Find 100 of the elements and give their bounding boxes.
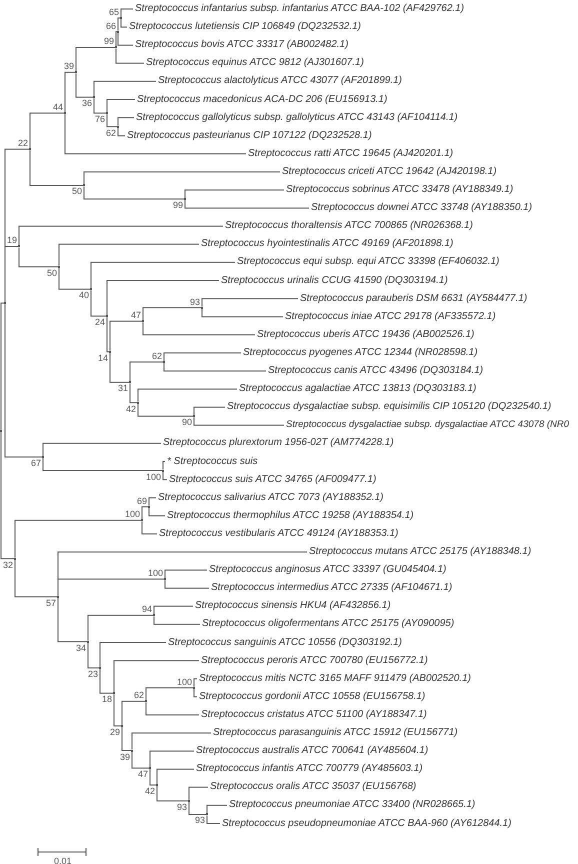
branch-line [118,32,134,46]
bootstrap-value: 22 [18,138,28,148]
taxon-label: Streptococcus dysgalactiae subsp. equisimilis CIP 105120 (DQ232540.1) [225,401,552,414]
branch-line [132,732,212,750]
taxon-label: Streptococcus pasteurianus CIP 107122 (DQ232528.1) [125,130,372,142]
branch-line [188,786,208,800]
bootstrap-value: 19 [6,235,17,246]
branch-line [188,801,206,815]
taxon-label: Streptococcus sanguinis ATCC 10556 (DQ303192.1) [166,636,402,648]
taxon-label: Streptococcus thermophilus ATCC 19258 (AY188354.1) [165,510,414,522]
taxon-label: Streptococcus oralis ATCC 35037 (EU156768) [208,781,416,794]
bootstrap-value: 67 [30,458,41,468]
taxon-label: Streptococcus alactolyticus ATCC 43077 (AF201899.1) [156,75,402,88]
taxon-label: Streptococcus mitis NCTC 3165 MAFF 911479 (AB002520.1) [197,672,471,685]
taxon-label: Streptococcus dysgalactiae subsp. dysgalactiae ATCC 43078 (NR0 [284,419,570,432]
branch-line [14,559,58,598]
taxon-label: Streptococcus pseudopneumoniae ATCC BAA-960 (AY612844.1) [220,818,512,830]
taxon-label: Streptococcus pyogenes ATCC 12344 (NR028598.1) [241,346,478,359]
branch-line [116,48,144,64]
taxon-label: Streptococcus urinalis CCUG 41590 (DQ303194.1) [219,274,448,286]
branch-line [18,226,224,246]
branch-line [84,186,184,200]
taxon-label: Streptococcus parasanguinis ATCC 15912 (EU156771) [211,727,458,739]
taxon-label: Streptococcus intermedius ATCC 27335 (AF104671.1) [209,582,452,594]
bootstrap-value: 100 [148,568,163,578]
taxon-label: Streptococcus parauberis DSM 6631 (AY584477.1) [298,292,528,305]
bootstrap-value: 47 [130,310,141,320]
branch-line [138,388,238,402]
bootstrap-value: 76 [94,114,105,124]
branch-line [194,406,226,416]
branch-line [156,768,194,785]
branch-line [118,117,134,126]
branch-line [18,247,58,268]
branch-line [194,688,198,698]
bootstrap-value: 14 [98,352,108,363]
branch-line [142,307,202,321]
branch-line [162,471,168,480]
branch-line [106,114,118,128]
taxon-label: Streptococcus peroris ATCC 700780 (EU156772.1) [199,654,428,667]
bootstrap-value: 93 [190,296,200,307]
branch-line [164,570,208,579]
bootstrap-value: 40 [78,290,89,300]
taxon-label: Streptococcus mutans ATCC 25175 (AY188348.1) [307,546,532,558]
taxon-label: Streptococcus hyointestinalis ATCC 49169 (AF201898.1) [199,238,454,250]
bootstrap-value: 39 [64,61,74,72]
taxon-label: Streptococcus lutetiensis CIP 106849 (DQ232532.1) [127,21,361,34]
bootstrap-value: 23 [88,668,98,679]
taxon-label: Streptococcus salivarius ATCC 7073 (AY188352.1) [156,492,384,504]
taxon-label: Streptococcus anginosus ATCC 33397 (GU045404.1) [207,564,446,576]
branch-line [110,320,142,352]
branch-line [114,694,122,726]
bootstrap-value: 42 [144,786,155,796]
branch-line [118,18,120,32]
taxon-label: Streptococcus pneumoniae ATCC 33400 (NR028665.1) [227,799,476,812]
bootstrap-value: 50 [72,186,82,196]
bootstrap-value: 50 [46,268,57,278]
branch-line [64,72,76,113]
taxon-label: Streptococcus oligofermentans ATCC 25175 (AY090095) [200,618,454,630]
branch-line [164,352,242,362]
branch-line [142,520,158,534]
taxon-label: Streptococcus sinensis HKU4 (AF432856.1) [193,600,391,612]
bootstrap-value: 18 [102,694,112,704]
branch-line [162,461,166,470]
bootstrap-value: 99 [104,36,114,46]
branch-line [164,580,210,589]
branch-line [148,507,166,516]
branch-line [138,403,194,417]
taxon-label: Streptococcus equinus ATCC 9812 (AJ301607.1) [144,57,364,70]
bootstrap-value: 94 [142,604,152,614]
branch-line [94,98,106,114]
branch-line [206,804,228,814]
bootstrap-value: 29 [110,726,120,737]
taxon-label: Streptococcus macedonicus ACA-DC 206 (EU156913.1) [135,94,388,106]
branch-line [148,497,156,506]
bootstrap-value: 34 [76,642,86,653]
taxon-label: Streptococcus agalactiae ATCC 13813 (DQ303183.1) [237,383,476,396]
bootstrap-value: 57 [46,598,56,608]
branch-line [42,457,162,472]
bootstrap-value: 44 [52,102,63,112]
branch-line [76,46,116,72]
branch-line [14,520,142,558]
bootstrap-value: 65 [108,7,119,18]
branch-line [120,8,134,18]
bootstrap-value: 66 [106,20,116,31]
taxon-label: Streptococcus canis ATCC 43496 (DQ303184.1) [266,365,484,377]
taxon-label: Streptococcus infantis ATCC 700779 (AY485603.1) [194,763,423,776]
branch-line [146,702,200,716]
taxon-label: Streptococcus australis ATCC 700641 (AY485604.1) [194,745,428,758]
branch-line [94,80,156,97]
taxon-label: Streptococcus cristatus ATCC 51100 (AY188347.1) [199,708,427,721]
branch-line [58,267,90,290]
bootstrap-value: 42 [126,404,136,414]
branch-line [4,246,18,303]
branch-line [58,597,88,642]
taxon-label: Streptococcus bovis ATCC 33317 (AB002482.1) [133,39,348,52]
bootstrap-value: 36 [82,98,92,108]
bootstrap-value: 62 [152,350,162,361]
bootstrap-value: 62 [134,690,144,700]
taxon-label: Streptococcus equi subsp. equi ATCC 33398 (EF406032.1) [235,256,500,268]
bootstrap-value: 100 [176,676,192,687]
